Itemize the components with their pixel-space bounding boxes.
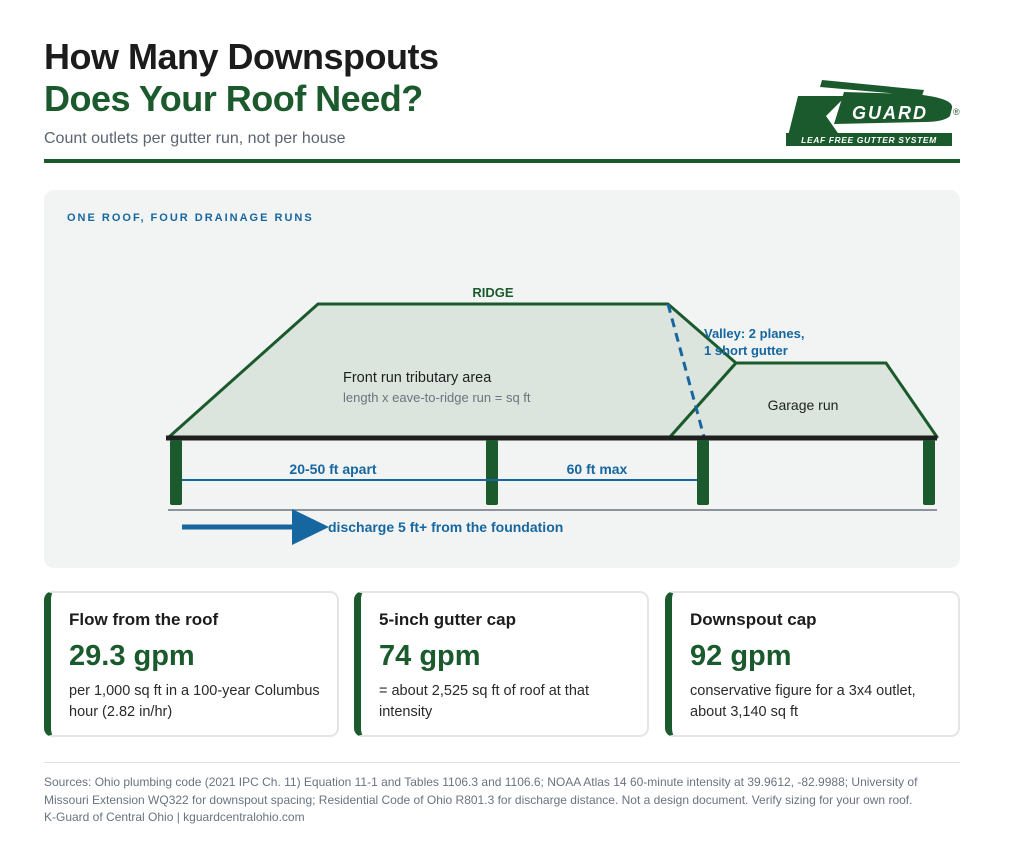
card-value: 92 gpm [690,640,792,672]
downspout-2 [486,440,498,505]
header: How Many Downspouts Does Your Roof Need?… [44,36,960,148]
valley-line [666,303,706,438]
downspout-1 [170,440,182,505]
card-title: Flow from the roof [69,610,219,629]
logo-registered: ® [953,107,960,117]
card-title: Downspout cap [690,610,817,629]
sources-text: Sources: Ohio plumbing code (2021 IPC Ch… [44,775,918,807]
stat-card-downspout-cap: Downspout cap 92 gpm conservative figure… [665,591,960,737]
logo-wordmark: GUARD [852,103,928,123]
card-description: per 1,000 sq ft in a 100-year Columbus h… [69,683,320,720]
credit-text: K-Guard of Central Ohio | kguardcentralo… [44,810,305,824]
kguard-logo: GUARD ® LEAF FREE GUTTER SYSTEM [786,80,960,146]
garage-run-label: Garage run [768,397,839,413]
card-description: conservative figure for a 3x4 outlet, ab… [690,683,916,720]
section-label: ONE ROOF, FOUR DRAINAGE RUNS [67,212,314,224]
page-title-line2: Does Your Roof Need? [44,78,423,119]
diagram-panel: RIDGE Valley: 2 planes, 1 short gutter F… [44,190,960,568]
logo-tagline: LEAF FREE GUTTER SYSTEM [801,135,937,145]
valley-label-line2: 1 short gutter [704,343,788,358]
stat-card-roof-flow: Flow from the roof 29.3 gpm per 1,000 sq… [44,591,339,737]
discharge-arrow-head [292,509,329,545]
card-title: 5-inch gutter cap [379,610,516,629]
valley-label-line1: Valley: 2 planes, [704,326,804,341]
roof-diagram: RIDGE Valley: 2 planes, 1 short gutter F… [166,285,939,545]
discharge-label: discharge 5 ft+ from the foundation [328,519,563,535]
page-subtitle: Count outlets per gutter run, not per ho… [44,130,346,147]
ridge-label: RIDGE [472,285,514,300]
max-spacing-label: 60 ft max [567,461,628,477]
footer-rule [44,762,960,763]
stat-card-gutter-cap: 5-inch gutter cap 74 gpm = about 2,525 s… [354,591,649,737]
spacing-label: 20-50 ft apart [289,461,376,477]
front-area-formula: length x eave-to-ridge run = sq ft [343,390,531,405]
card-value: 29.3 gpm [69,640,195,672]
card-value: 74 gpm [379,640,481,672]
downspout-3 [697,440,709,505]
card-description: = about 2,525 sq ft of roof at that inte… [379,683,589,720]
front-area-title: Front run tributary area [343,370,492,386]
downspout-4 [923,440,935,505]
header-rule [44,159,960,163]
page-title-line1: How Many Downspouts [44,36,439,77]
